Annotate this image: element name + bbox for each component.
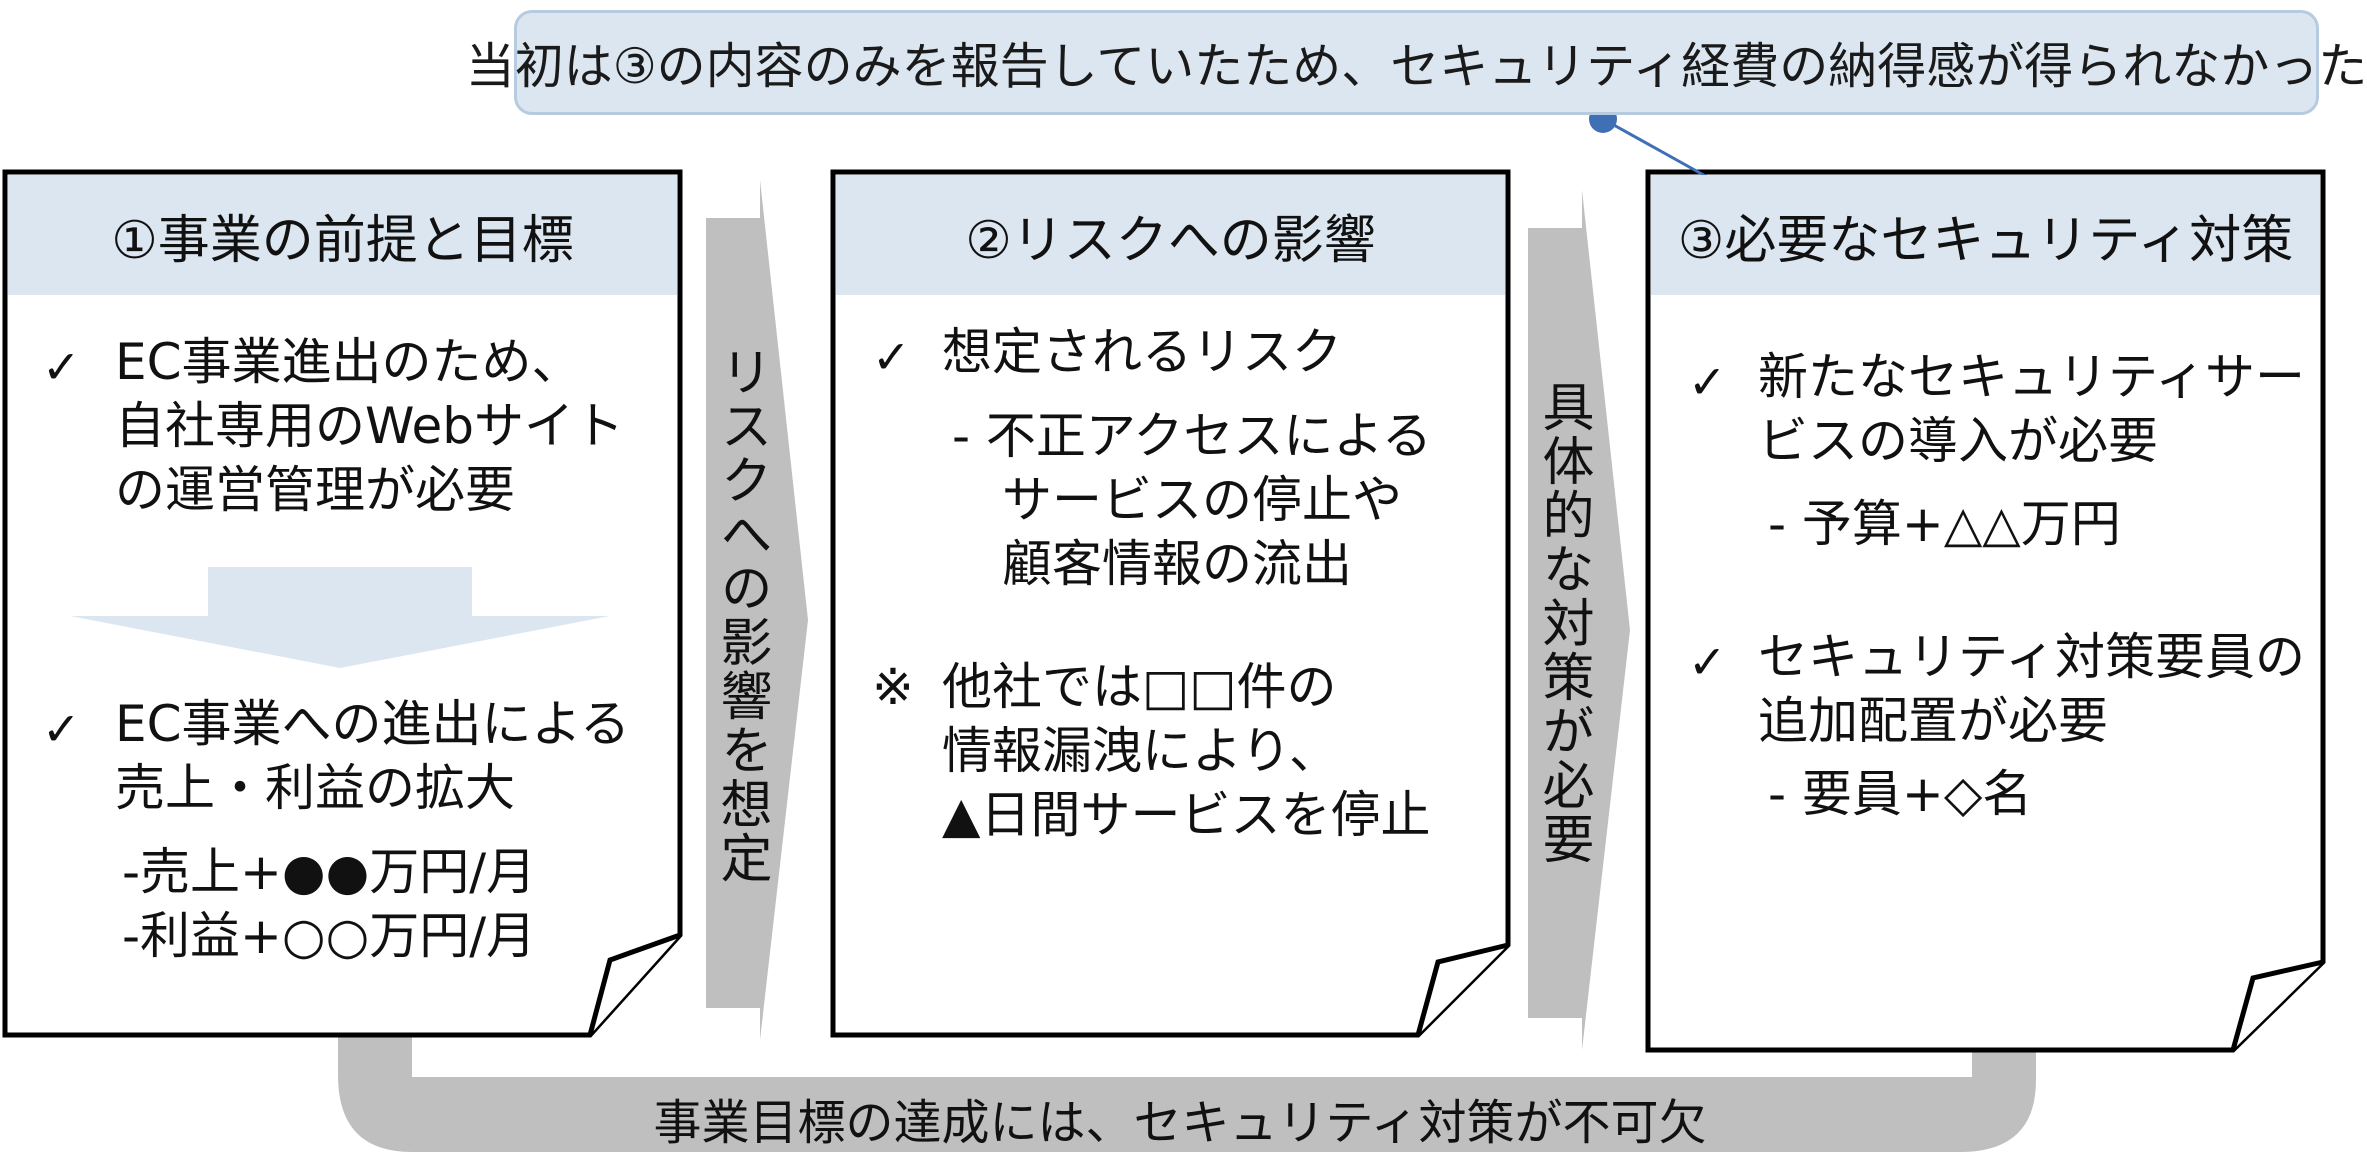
- callout-text: 当初は③の内容のみを報告していたため、セキュリティ経費の納得感が得られなかった: [465, 38, 2367, 95]
- box1-item2-line: 売上・利益の拡大: [115, 759, 515, 817]
- box2-note-line: ▲日間サービスを停止: [942, 786, 1431, 844]
- box3-item2-sub: - 要員+◇名: [1768, 765, 2033, 823]
- box2-sub-list: - 不正アクセスによる サービスの停止や 顧客情報の流出: [952, 404, 1432, 596]
- box2-title-text: ②リスクへの影響: [965, 210, 1376, 271]
- feedback-arrow: [338, 1005, 2072, 1152]
- arrow2-shape: [1528, 190, 1630, 1050]
- box2-frame: [830, 169, 1511, 1038]
- box2-note-line: 情報漏洩により、: [942, 722, 1339, 780]
- check-icon: ✓: [1688, 635, 1727, 689]
- box3-item1-line: 新たなセキュリティサー: [1758, 348, 2305, 406]
- box2-note: 他社では□□件の 情報漏洩により、 ▲日間サービスを停止: [942, 655, 1430, 847]
- box1-item1-line: 自社専用のWebサイト: [115, 397, 625, 455]
- box3-title: ③必要なセキュリティ対策: [1651, 175, 2320, 295]
- check-icon: ✓: [42, 340, 81, 394]
- box3-item1-sub: - 予算+△△万円: [1768, 495, 2121, 553]
- box3-frame: [1645, 169, 2326, 1053]
- box1-item1-line: EC事業進出のため、: [115, 333, 582, 391]
- box1-sub-list: -売上+●●万円/月 -利益+○○万円/月: [122, 840, 536, 968]
- box2-title: ②リスクへの影響: [836, 175, 1505, 295]
- check-icon: ✓: [42, 702, 81, 756]
- arrow1-shape: [706, 180, 808, 1040]
- box2-item1: 想定されるリスク: [942, 323, 1342, 381]
- box1-item2-line: EC事業への進出による: [115, 695, 631, 753]
- box1-item2: EC事業への進出による 売上・利益の拡大: [115, 692, 630, 820]
- down-arrow: [70, 567, 610, 668]
- box1-item1-line: の運営管理が必要: [115, 461, 515, 519]
- callout-box: 当初は③の内容のみを報告していたため、セキュリティ経費の納得感が得られなかった: [466, 10, 2367, 115]
- box1-item1: EC事業進出のため、 自社専用のWebサイト の運営管理が必要: [115, 330, 624, 522]
- note-mark: ※: [872, 658, 914, 716]
- box3-item2-line: セキュリティ対策要員の: [1758, 628, 2305, 686]
- box1-title-text: ①事業の前提と目標: [111, 210, 574, 271]
- box2-sub-line: サービスの停止や: [1002, 471, 1402, 529]
- check-icon: ✓: [872, 330, 911, 384]
- box3-item2-line: 追加配置が必要: [1758, 692, 2108, 750]
- box2-sub-line: - 不正アクセスによる: [952, 407, 1432, 465]
- check-icon: ✓: [1688, 355, 1727, 409]
- box2-sub-line: 顧客情報の流出: [1002, 535, 1352, 593]
- box3-item1: 新たなセキュリティサー ビスの導入が必要: [1758, 345, 2305, 473]
- box1-title: ①事業の前提と目標: [8, 175, 677, 295]
- box3-item2: セキュリティ対策要員の 追加配置が必要: [1758, 625, 2305, 753]
- box3-title-text: ③必要なセキュリティ対策: [1677, 210, 2294, 271]
- feedback-arrow-label: 事業目標の達成には、セキュリティ対策が不可欠: [653, 1095, 1707, 1151]
- box2-note-line: 他社では□□件の: [942, 658, 1337, 716]
- arrow1-label: リスクへの影響を想定: [711, 345, 771, 885]
- box1-sub-line: -売上+●●万円/月: [122, 843, 537, 901]
- box1-sub-line: -利益+○○万円/月: [122, 907, 537, 965]
- arrow2-label: 具体的な対策が必要: [1533, 380, 1593, 866]
- box3-item1-line: ビスの導入が必要: [1758, 412, 2158, 470]
